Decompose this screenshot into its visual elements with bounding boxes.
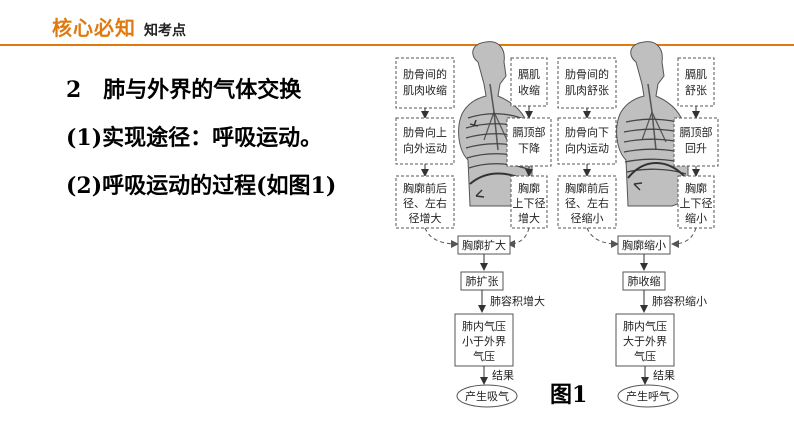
exhale-diaphragm-top-line2: 回升 bbox=[685, 142, 707, 155]
inhale-volume-label: 肺容积增大 bbox=[490, 294, 545, 308]
inhale-diaphragm-top-line2: 下降 bbox=[518, 141, 540, 155]
exhale-panel: 肋骨间的 肌肉舒张 膈肌 舒张 肋骨向下 向内运动 膈顶部 回升 胸廓前后 径、… bbox=[557, 41, 719, 408]
exhale-chest-lateral-line2: 径、左右 bbox=[565, 196, 609, 210]
figure-caption: 图1 bbox=[550, 382, 587, 408]
exhale-volume-label: 肺容积缩小 bbox=[652, 294, 707, 308]
exhale-lung-change: 肺收缩 bbox=[628, 274, 661, 288]
topic-heading: 2 肺与外界的气体交换 bbox=[66, 77, 302, 103]
process-text: (2)呼吸运动的过程(如图1) bbox=[66, 173, 337, 199]
exhale-chest-lateral-line3: 径缩小 bbox=[571, 212, 604, 225]
inhale-panel: 肋骨间的 肌肉收缩 膈肌 收缩 肋骨向上 向外运动 膈顶部 下降 胸廓前后 径、… bbox=[395, 41, 552, 408]
inhale-result: 产生吸气 bbox=[465, 389, 509, 403]
exhale-ribs-move-line1: 肋骨向下 bbox=[565, 125, 609, 139]
exhale-chest-vertical-line3: 缩小 bbox=[685, 212, 707, 225]
exhale-pressure-line3: 气压 bbox=[634, 349, 656, 363]
exhale-rib-muscle-line1: 肋骨间的 bbox=[565, 67, 609, 81]
inhale-chest-lateral-line2: 径、左右 bbox=[403, 196, 447, 210]
inhale-lung-change: 肺扩张 bbox=[466, 274, 499, 288]
exhale-chest-lateral-line1: 胸廓前后 bbox=[565, 181, 609, 195]
exhale-diaphragm-muscle-line1: 膈肌 bbox=[685, 68, 707, 81]
exhale-chest-vertical-line1: 胸廓 bbox=[685, 181, 707, 195]
inhale-chest-vertical-line1: 胸廓 bbox=[518, 181, 540, 195]
exhale-chest-change: 胸廓缩小 bbox=[622, 238, 666, 252]
inhale-chest-lateral-line1: 胸廓前后 bbox=[403, 181, 447, 195]
inhale-ribs-move-line1: 肋骨向上 bbox=[403, 125, 447, 139]
header-divider bbox=[0, 44, 794, 46]
exhale-result: 产生呼气 bbox=[626, 389, 670, 403]
inhale-ribs-move-line2: 向外运动 bbox=[403, 141, 447, 155]
inhale-chest-vertical-line3: 增大 bbox=[518, 211, 540, 225]
inhale-rib-muscle-line2: 肌肉收缩 bbox=[403, 83, 447, 97]
inhale-pressure-line1: 肺内气压 bbox=[462, 319, 506, 333]
section-header: 核心必知 知考点 bbox=[52, 12, 186, 41]
exhale-rib-muscle-line2: 肌肉舒张 bbox=[565, 83, 609, 97]
exhale-diaphragm-top-line1: 膈顶部 bbox=[680, 125, 713, 139]
exhale-diaphragm-muscle-line2: 舒张 bbox=[685, 83, 707, 97]
inhale-diaphragm-muscle-line2: 收缩 bbox=[518, 83, 540, 97]
inhale-pressure-line3: 气压 bbox=[473, 349, 495, 363]
exhale-result-label: 结果 bbox=[653, 369, 675, 382]
inhale-chest-vertical-line2: 上下径 bbox=[513, 197, 546, 210]
section-title: 核心必知 bbox=[52, 16, 136, 40]
inhale-result-label: 结果 bbox=[492, 369, 514, 382]
exhale-pressure-line2: 大于外界 bbox=[623, 334, 667, 348]
inhale-chest-change: 胸廓扩大 bbox=[462, 238, 506, 252]
section-subtitle: 知考点 bbox=[144, 23, 186, 39]
exhale-ribs-move-line2: 向内运动 bbox=[565, 141, 609, 155]
exhale-pressure-line1: 肺内气压 bbox=[623, 319, 667, 333]
inhale-diaphragm-top-line1: 膈顶部 bbox=[513, 125, 546, 139]
inhale-chest-lateral-line3: 径增大 bbox=[409, 211, 442, 225]
inhale-pressure-line2: 小于外界 bbox=[462, 335, 506, 348]
inhale-rib-muscle-line1: 肋骨间的 bbox=[403, 67, 447, 81]
exhale-chest-vertical-line2: 上下径 bbox=[680, 197, 713, 210]
route-text: (1)实现途径：呼吸运动。 bbox=[66, 125, 323, 151]
inhale-diaphragm-muscle-line1: 膈肌 bbox=[518, 68, 540, 81]
